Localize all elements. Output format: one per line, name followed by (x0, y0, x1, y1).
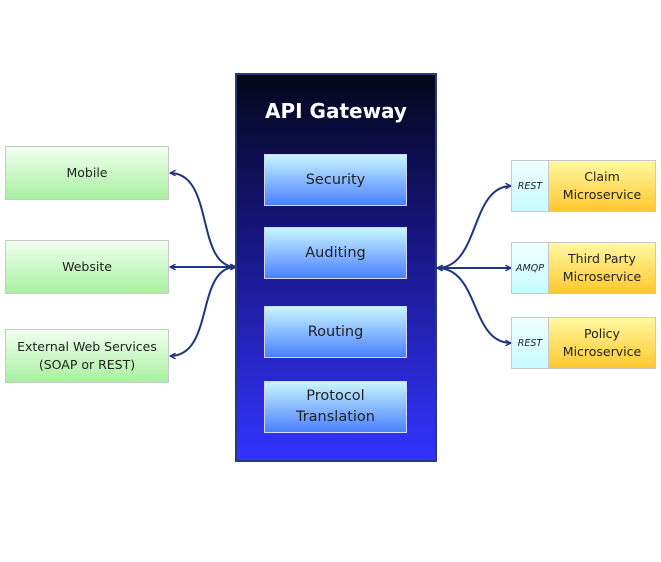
client-label: Website (62, 259, 112, 274)
gateway-title: API Gateway (265, 99, 407, 123)
service-label: Third Party Microservice (562, 251, 642, 284)
module-label: Auditing (305, 244, 366, 261)
link-policy (437, 268, 511, 343)
service-label: Policy Microservice (562, 326, 642, 359)
protocol-badge-policy: REST (511, 317, 549, 369)
service-third-party: Third Party Microservice (548, 242, 656, 294)
module-label: Routing (307, 323, 364, 340)
protocol-badge-claim: REST (511, 160, 549, 212)
client-mobile: Mobile (5, 146, 169, 200)
protocol-badge-thirdparty: AMQP (511, 242, 549, 294)
module-security: Security (264, 154, 407, 206)
protocol-label: AMQP (516, 262, 544, 274)
module-routing: Routing (264, 306, 407, 358)
protocol-label: REST (517, 337, 543, 349)
module-protocol-translation: Protocol Translation (264, 381, 407, 433)
client-label: External Web Services (SOAP or REST) (17, 339, 157, 372)
module-auditing: Auditing (264, 227, 407, 279)
link-claim (437, 186, 511, 268)
module-label: Security (305, 171, 366, 188)
service-claim: Claim Microservice (548, 160, 656, 212)
link-external (170, 267, 236, 356)
client-website: Website (5, 240, 169, 294)
service-label: Claim Microservice (562, 169, 642, 202)
link-mobile (170, 173, 236, 267)
module-label: Protocol Translation (295, 388, 375, 425)
protocol-label: REST (517, 180, 543, 192)
client-external-web-services: External Web Services (SOAP or REST) (5, 329, 169, 383)
service-policy: Policy Microservice (548, 317, 656, 369)
client-label: Mobile (66, 165, 108, 180)
